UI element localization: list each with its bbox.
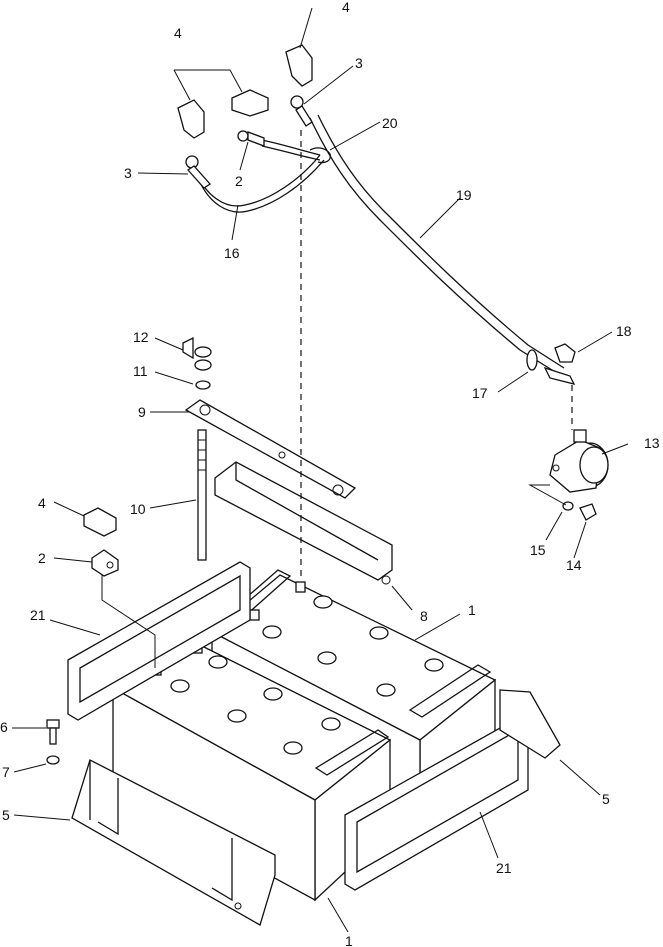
callout-6: 6 (0, 719, 8, 735)
bracket-front (71, 759, 276, 926)
callout-10: 10 (130, 501, 146, 517)
washer-7 (46, 755, 60, 765)
callout-13: 13 (644, 435, 660, 451)
callout-5-right: 5 (602, 791, 610, 807)
callout-2-left: 2 (38, 550, 46, 566)
bracket-rear (499, 689, 561, 759)
callout-3-left: 3 (124, 165, 132, 181)
terminal-cap-a (177, 99, 205, 139)
boot-cap (554, 343, 576, 363)
terminal-left (185, 155, 211, 189)
callout-15: 15 (530, 542, 546, 558)
terminal-2-top (237, 130, 265, 147)
clamp-plate (184, 399, 357, 499)
callout-3-top: 3 (355, 55, 363, 71)
leader-lines (12, 7, 629, 933)
cable-16 (194, 154, 325, 213)
cable-clip (309, 147, 332, 164)
callout-20: 20 (382, 115, 398, 131)
bolt-14 (579, 503, 597, 521)
callout-1-lower: 1 (345, 933, 353, 947)
callout-8: 8 (420, 608, 428, 624)
callout-1-right: 1 (468, 602, 476, 618)
battery-caps-rear (249, 581, 444, 697)
battery-relay (549, 429, 609, 493)
callout-4-top-right: 4 (342, 0, 350, 15)
bolt-6 (46, 719, 60, 745)
callout-19: 19 (456, 187, 472, 203)
callout-4-top-left: 4 (174, 25, 182, 41)
callout-11: 11 (133, 363, 148, 379)
callout-17: 17 (472, 385, 488, 401)
terminal-right (290, 95, 313, 127)
callout-21-right: 21 (496, 860, 512, 876)
cable-2-top (261, 139, 321, 161)
callout-5-left: 5 (2, 807, 10, 823)
washer-15 (562, 501, 574, 511)
callout-16: 16 (224, 245, 240, 261)
callout-2-top: 2 (235, 173, 243, 189)
terminal-cap-b (231, 89, 269, 117)
terminal-cap-c (285, 44, 313, 87)
grommet (526, 349, 576, 385)
nut-and-washers (182, 336, 212, 390)
callout-12: 12 (133, 329, 149, 345)
terminal-2-lower (91, 549, 119, 577)
callout-9: 9 (138, 404, 146, 420)
hold-down-bar (214, 461, 393, 585)
terminal-cap-d (83, 507, 117, 537)
rod (197, 429, 207, 561)
callout-7: 7 (2, 764, 10, 780)
side-frame-left (67, 561, 251, 721)
callout-14: 14 (566, 557, 582, 573)
cable-19 (309, 114, 565, 376)
callout-18: 18 (616, 323, 632, 339)
callout-21-left: 21 (30, 607, 46, 623)
callout-4-left: 4 (38, 495, 46, 511)
